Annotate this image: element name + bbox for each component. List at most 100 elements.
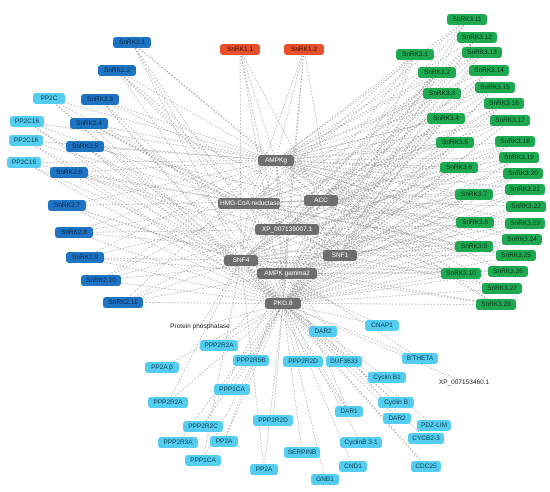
node-ppp2r2c[interactable]: PPP2R2C [183, 421, 223, 432]
node-snf4[interactable]: SNF4 [224, 255, 258, 266]
node-snrk3-24[interactable]: SnRK3.24 [502, 234, 542, 245]
node-pp2c16-3[interactable]: PP2C16 [7, 157, 41, 168]
node-snrk3-4[interactable]: SnRK3.4 [427, 113, 465, 124]
node-snrk3-6[interactable]: SnRK3.6 [440, 162, 478, 173]
edge-line [275, 70, 490, 161]
node-snrk1-1[interactable]: SnRK1.1 [220, 44, 260, 55]
node-snrk3-2[interactable]: SnRK3.2 [418, 67, 456, 78]
node-snrk3-14[interactable]: SnRK3.14 [469, 65, 509, 76]
node-pkg8[interactable]: PKG.8 [265, 298, 301, 309]
node-cnd1[interactable]: CND1 [339, 461, 367, 472]
edge-line [320, 200, 509, 272]
node-snrk3-23[interactable]: SnRK3.23 [505, 218, 545, 229]
node-snrk3-25[interactable]: SnRK3.25 [496, 250, 536, 261]
node-ppp2r5b[interactable]: PPP2R5B [233, 355, 269, 366]
node-snrk3-9[interactable]: SnRK3.9 [455, 241, 493, 252]
node-ampkg[interactable]: AMPKg [258, 155, 294, 166]
node-snrk3-8[interactable]: SnRK3.8 [456, 217, 494, 228]
node-ppp1ca-1[interactable]: PPP1CA [214, 384, 250, 395]
edge-line [339, 194, 475, 256]
node-pp2c[interactable]: PP2C [33, 93, 65, 104]
node-snrk3-3[interactable]: SnRK3.3 [423, 88, 461, 99]
node-dar2-2[interactable]: DAR2 [383, 413, 411, 424]
node-snrk2-2[interactable]: SnRK2.2 [98, 65, 136, 76]
node-pdz-lim[interactable]: PDZ-LIM [417, 420, 451, 431]
edge-line [240, 260, 350, 412]
node-protein-phosphatase[interactable]: Protein phosphatase [170, 323, 230, 330]
node-ppp2r2d-1[interactable]: PPP2R2D [283, 356, 323, 367]
node-snrk1-2[interactable]: SnRK1.2 [284, 44, 324, 55]
node-snrk2-10[interactable]: SnRK2.10 [81, 275, 121, 286]
node-snrk2-9[interactable]: SnRK2.9 [66, 252, 104, 263]
edge-line [131, 42, 277, 161]
node-dar2-1[interactable]: DAR2 [309, 326, 337, 337]
node-cycb2-3[interactable]: CYCB2-3 [408, 433, 444, 444]
node-ppp2r3a[interactable]: PPP2R3A [158, 437, 198, 448]
node-snrk3-16[interactable]: SnRK3.16 [484, 98, 524, 109]
node-xp-007139007[interactable]: XP_007139007.1 [255, 224, 319, 235]
edge-line [248, 194, 475, 204]
node-snrk3-17[interactable]: SnRK3.17 [490, 115, 530, 126]
node-ppp2r2a-1[interactable]: PPP2R2A [200, 340, 238, 351]
edge-line [282, 246, 475, 304]
node-pp2c16-1[interactable]: PP2C16 [10, 116, 44, 127]
node-cnap1[interactable]: CNAP1 [365, 320, 399, 331]
node-snrk3-26[interactable]: SnRK3.26 [488, 266, 528, 277]
node-snrk3-18[interactable]: SnRK3.18 [495, 136, 535, 147]
node-snrk3-1[interactable]: SnRK3.1 [396, 49, 434, 60]
node-acc[interactable]: ACC [304, 195, 338, 206]
node-snrk3-20[interactable]: SnRK3.20 [503, 168, 543, 179]
node-snrk3-5[interactable]: SnRK3.5 [436, 137, 474, 148]
node-snf1[interactable]: SNF1 [323, 250, 357, 261]
node-snrk2-4[interactable]: SnRK2.4 [70, 118, 108, 129]
node-snrk2-11[interactable]: SnRK2.11 [103, 297, 143, 308]
node-snrk2-1[interactable]: SnRK2.1 [113, 37, 151, 48]
node-hmg-coa-reductase[interactable]: HMG-CoA reductase [218, 198, 280, 209]
node-pp2a-1[interactable]: PP2A [210, 436, 238, 447]
edge-line [320, 173, 524, 201]
node-pp2a-2[interactable]: PP2A [250, 464, 278, 475]
edge-line [88, 123, 250, 204]
edge-line [122, 302, 284, 304]
edge-line [240, 260, 497, 305]
edge-line [275, 160, 497, 305]
node-pp2c16-2[interactable]: PP2C16 [9, 135, 43, 146]
node-xp-007153460[interactable]: XP_007153460.1 [438, 379, 490, 386]
node-snrk2-6[interactable]: SnRK2.6 [50, 167, 88, 178]
node-snrk2-3[interactable]: SnRK2.3 [81, 94, 119, 105]
node-duf3633[interactable]: DUF3633 [326, 356, 362, 367]
node-snrk3-13[interactable]: SnRK3.13 [462, 47, 502, 58]
node-pp2a-beta[interactable]: PP2A β [145, 362, 179, 373]
edge-line [282, 120, 511, 304]
node-serpinb[interactable]: SERPINB [284, 447, 320, 458]
node-cyclinb3-1[interactable]: CyclinB 3-1 [340, 437, 382, 448]
node-snrk3-19[interactable]: SnRK3.19 [499, 152, 539, 163]
node-cyclin-b1[interactable]: Cyclin B1 [368, 372, 406, 383]
node-snrk3-11[interactable]: SnRK3.11 [447, 14, 487, 25]
node-snrk3-15[interactable]: SnRK3.15 [475, 82, 515, 93]
edge-line [275, 19, 468, 161]
node-cdc25[interactable]: CDC25 [411, 461, 441, 472]
node-snrk3-7[interactable]: SnRK3.7 [455, 189, 493, 200]
node-ppp1ca-2[interactable]: PPP1CA [185, 455, 221, 466]
node-snrk2-7[interactable]: SnRK2.7 [48, 200, 86, 211]
node-dar1[interactable]: DAR1 [335, 406, 363, 417]
node-btheta[interactable]: B'THETA [402, 353, 438, 364]
node-gnb1[interactable]: GNB1 [311, 474, 339, 485]
node-snrk2-5[interactable]: SnRK2.5 [66, 141, 104, 152]
node-cyclin-b[interactable]: Cyclin B [378, 397, 414, 408]
node-snrk3-12[interactable]: SnRK3.12 [457, 32, 497, 43]
edge-line [286, 222, 476, 274]
edge-line [99, 99, 284, 304]
edge-line [282, 157, 520, 304]
node-snrk2-8[interactable]: SnRK2.8 [55, 227, 93, 238]
node-snrk3-27[interactable]: SnRK3.27 [482, 283, 522, 294]
node-snrk3-10[interactable]: SnRK3.10 [441, 268, 481, 279]
node-ppp2r2d-2[interactable]: PPP2R2D [253, 415, 293, 426]
node-snrk3-28[interactable]: SnRK3.28 [476, 299, 516, 310]
node-snrk3-21[interactable]: SnRK3.21 [505, 184, 545, 195]
node-ppp2r2a-2[interactable]: PPP2R2A [148, 397, 188, 408]
node-ampk-gamma2[interactable]: AMPK gamma2 [257, 268, 317, 279]
node-snrk3-22[interactable]: SnRK3.22 [506, 201, 546, 212]
edge-line [282, 271, 509, 304]
